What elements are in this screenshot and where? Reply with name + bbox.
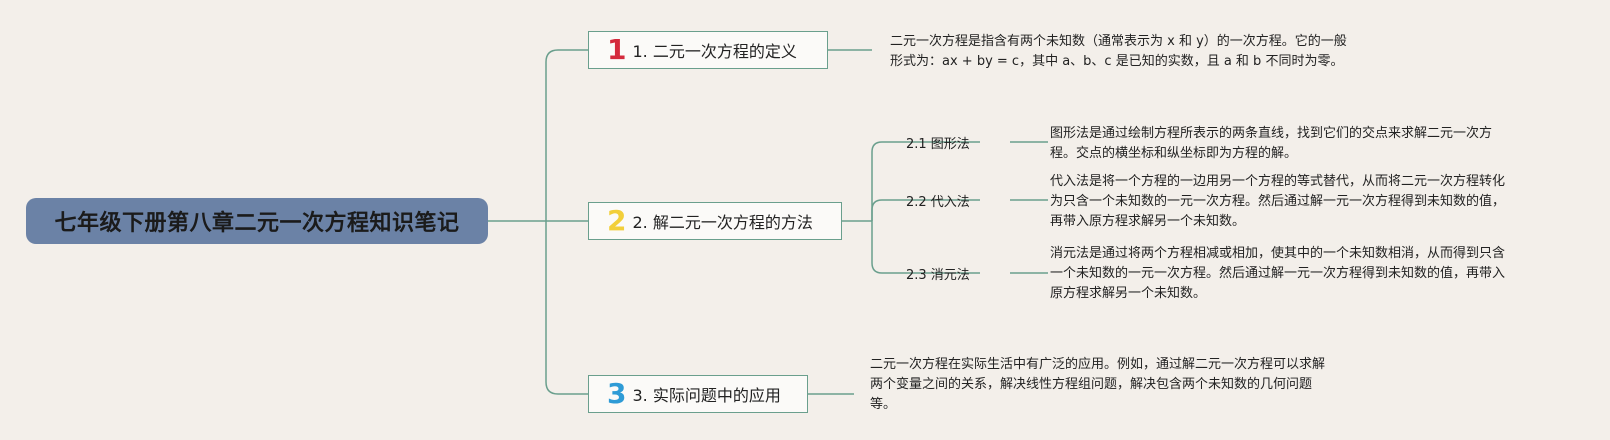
- desc-line: 二元一次方程在实际生活中有广泛的应用。例如，通过解二元一次方程可以求解: [870, 357, 1326, 372]
- desc-line: 两个变量之间的关系，解决线性方程组问题，解决包含两个未知数的几何问题: [870, 377, 1313, 392]
- desc-line: 代入法是将一个方程的一边用另一个方程的等式替代，从而将二元一次方程转化: [1050, 174, 1506, 189]
- applications-description: 二元一次方程在实际生活中有广泛的应用。例如，通过解二元一次方程可以求解 两个变量…: [870, 355, 1370, 415]
- desc-line: 等。: [870, 397, 897, 412]
- desc-line: 为只含一个未知数的一元一次方程。然后通过解一元一次方程得到未知数的值，: [1050, 194, 1506, 209]
- branch-applications-label: 3. 实际问题中的应用: [632, 386, 781, 405]
- sub-elimination-method[interactable]: 2.3 消元法: [906, 268, 970, 283]
- branch-definition-label: 1. 二元一次方程的定义: [632, 42, 797, 61]
- sub-2-1-connector: [871, 141, 980, 221]
- branch-3-connector: [545, 221, 588, 395]
- desc-line: 再带入原方程求解另一个未知数。: [1050, 214, 1246, 229]
- number-three-icon: 3: [607, 377, 627, 410]
- substitution-description: 代入法是将一个方程的一边用另一个方程的等式替代，从而将二元一次方程转化 为只含一…: [1050, 172, 1580, 232]
- root-topic[interactable]: 七年级下册第八章二元一次方程知识笔记: [26, 198, 488, 244]
- sub-2-2-connector: [871, 199, 980, 221]
- desc-line: 形式为：ax + by = c，其中 a、b、c 是已知的实数，且 a 和 b …: [890, 54, 1344, 69]
- branch-methods[interactable]: 2 2. 解二元一次方程的方法: [588, 202, 842, 240]
- branch-methods-label: 2. 解二元一次方程的方法: [632, 213, 813, 232]
- sub-graphing-method[interactable]: 2.1 图形法: [906, 137, 970, 152]
- desc-line: 原方程求解另一个未知数。: [1050, 286, 1207, 301]
- sub-2-3-connector: [871, 221, 980, 274]
- root-title: 七年级下册第八章二元一次方程知识笔记: [54, 211, 460, 236]
- definition-description: 二元一次方程是指含有两个未知数（通常表示为 x 和 y）的一次方程。它的一般 形…: [890, 32, 1390, 72]
- desc-line: 二元一次方程是指含有两个未知数（通常表示为 x 和 y）的一次方程。它的一般: [890, 34, 1347, 49]
- graphing-description: 图形法是通过绘制方程所表示的两条直线，找到它们的交点来求解二元一次方 程。交点的…: [1050, 124, 1580, 164]
- number-two-icon: 2: [607, 204, 627, 237]
- branch-applications[interactable]: 3 3. 实际问题中的应用: [588, 375, 808, 413]
- number-one-icon: 1: [607, 33, 627, 66]
- branch-definition[interactable]: 1 1. 二元一次方程的定义: [588, 31, 828, 69]
- sub-substitution-method[interactable]: 2.2 代入法: [906, 195, 970, 210]
- desc-line: 消元法是通过将两个方程相减或相加，使其中的一个未知数相消，从而得到只含: [1050, 246, 1506, 261]
- desc-line: 一个未知数的一元一次方程。然后通过解一元一次方程得到未知数的值，再带入: [1050, 266, 1506, 281]
- elimination-description: 消元法是通过将两个方程相减或相加，使其中的一个未知数相消，从而得到只含 一个未知…: [1050, 244, 1580, 304]
- desc-line: 程。交点的横坐标和纵坐标即为方程的解。: [1050, 146, 1298, 161]
- desc-line: 图形法是通过绘制方程所表示的两条直线，找到它们的交点来求解二元一次方: [1050, 126, 1493, 141]
- branch-1-connector: [545, 49, 588, 221]
